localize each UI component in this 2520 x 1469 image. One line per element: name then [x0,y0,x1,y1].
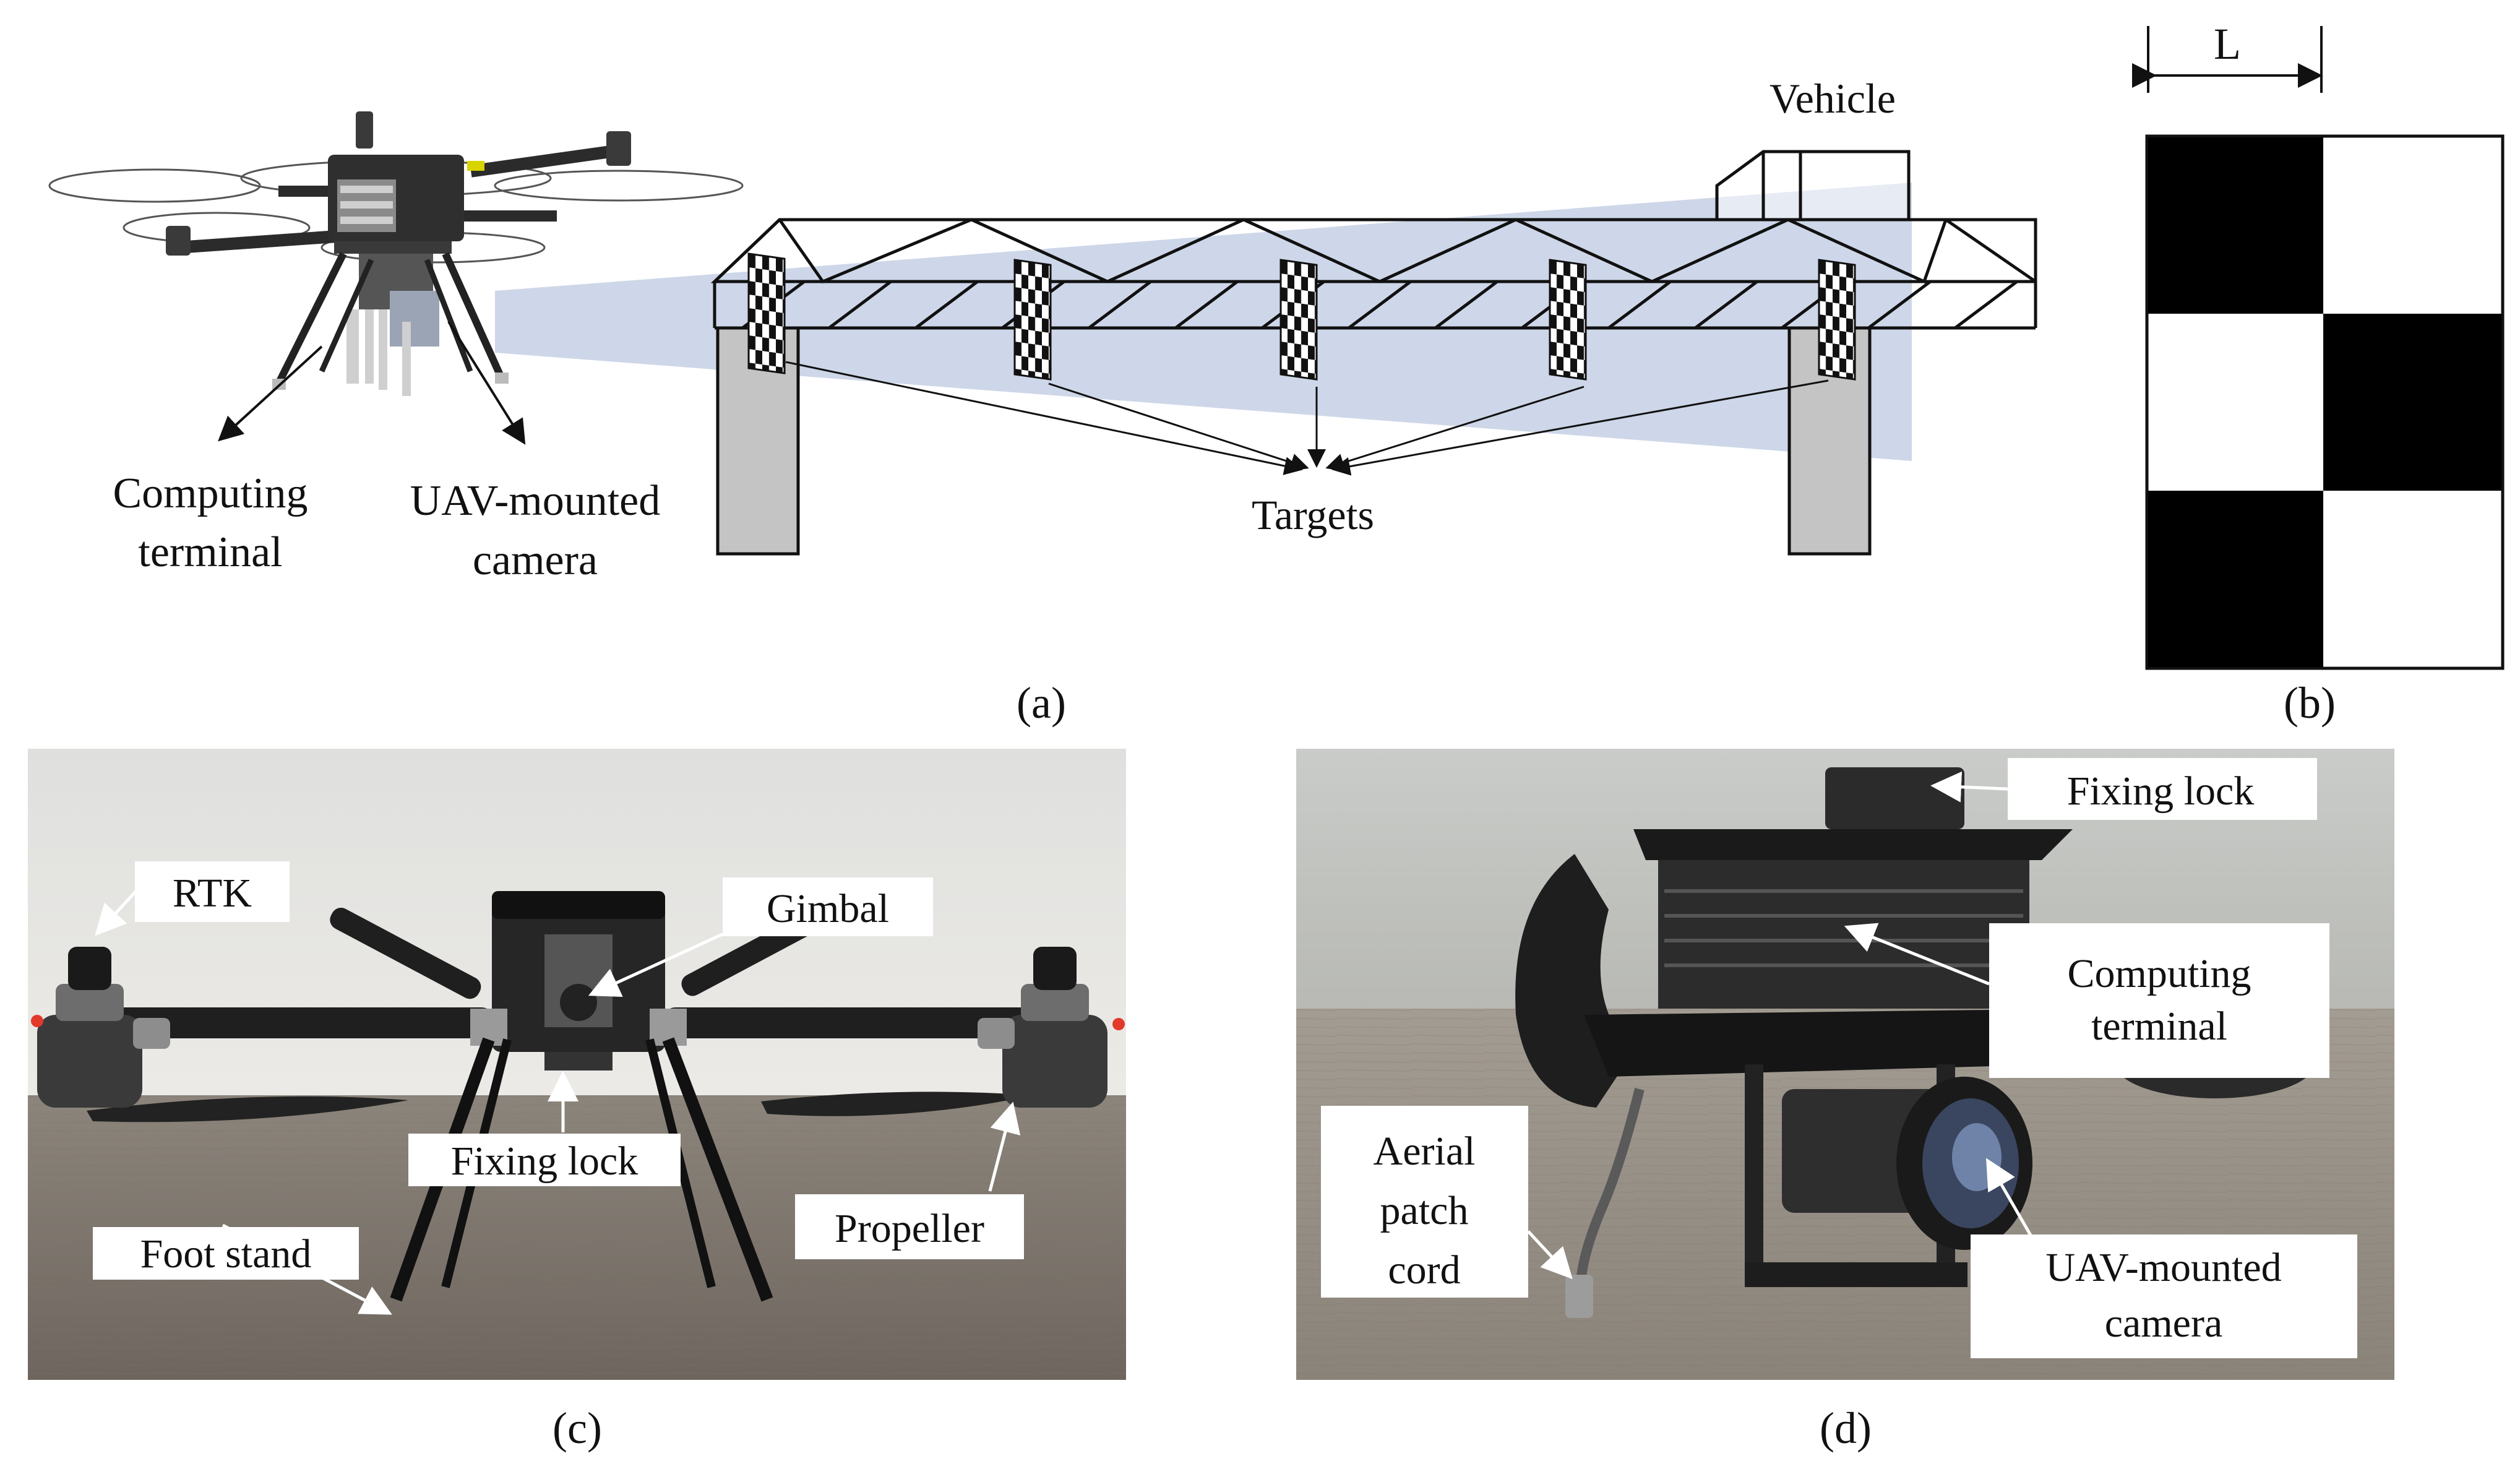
target-1 [747,252,786,374]
target-5 [1818,259,1856,381]
label-computing-terminal-d-1: Computing [2067,951,2251,996]
uav-drone-illustration [48,111,744,396]
label-gimbal: Gimbal [767,886,889,931]
label-rtk: RTK [173,871,252,916]
label-aerial-2: patch [1380,1188,1469,1233]
label-targets: Targets [1252,491,1374,538]
label-vehicle: Vehicle [1770,75,1896,122]
label-uav-camera-1: UAV-mounted [410,477,660,525]
caption-b: (b) [2284,678,2336,728]
checker-square-middle-right [2323,314,2501,491]
label-box-uav-camera-d: UAV-mounted camera [1971,1234,2357,1358]
label-box-foot-stand: Foot stand [93,1227,359,1280]
label-computing-terminal-1: Computing [113,470,307,517]
label-computing-terminal-d-2: terminal [2091,1004,2227,1049]
label-fixing-lock-c: Fixing lock [451,1139,639,1184]
arrow-uav-camera [447,321,526,445]
camera-field-of-view [495,183,1912,461]
label-uav-camera-d-2: camera [2105,1301,2223,1346]
label-box-fixing-lock-d: Fixing lock [2008,758,2317,820]
label-uav-camera-d-1: UAV-mounted [2045,1245,2281,1290]
photo-d-camera-module [1515,767,2314,1318]
caption-a: (a) [1017,678,1066,728]
checker-square-bottom-left [2148,491,2323,667]
target-4 [1549,259,1587,381]
label-uav-camera-2: camera [473,536,598,584]
arrow-computing-terminal [218,345,323,442]
target-arrows [785,361,1829,476]
panel-c-drone-photo: RTK Gimbal Fixing lock Foot stand Propel… [28,749,1126,1453]
label-box-aerial-patch-cord: Aerial patch cord [1321,1106,1528,1298]
caption-c: (c) [553,1403,602,1453]
target-3 [1279,259,1318,381]
dimension-label-l: L [2214,19,2241,69]
label-box-gimbal: Gimbal [723,877,933,936]
label-aerial-1: Aerial [1374,1129,1476,1174]
vehicle-block [1715,150,1911,222]
panel-b-target-pattern: L (b) [2132,19,2505,728]
label-fixing-lock-d: Fixing lock [2067,769,2255,814]
photo-c-drone [31,891,1125,1302]
label-computing-terminal-2: terminal [138,528,282,576]
label-box-rtk: RTK [135,861,290,922]
label-foot-stand: Foot stand [140,1231,312,1277]
checker-square-top-left [2148,137,2323,314]
label-box-fixing-lock-c: Fixing lock [408,1134,681,1186]
caption-d: (d) [1820,1403,1872,1453]
bridge-targets [747,252,1856,381]
label-propeller: Propeller [835,1206,984,1251]
panel-d-camera-module-photo: Fixing lock Computing terminal Aerial pa… [1296,749,2394,1453]
label-box-propeller: Propeller [795,1194,1024,1259]
target-2 [1013,259,1052,381]
photo-d-arrows [1527,771,2037,1280]
panel-a-bridge-schematic: Computing terminal UAV-mounted camera [48,75,2037,728]
label-aerial-3: cord [1388,1247,1460,1293]
label-box-computing-terminal-d: Computing terminal [1989,923,2329,1078]
